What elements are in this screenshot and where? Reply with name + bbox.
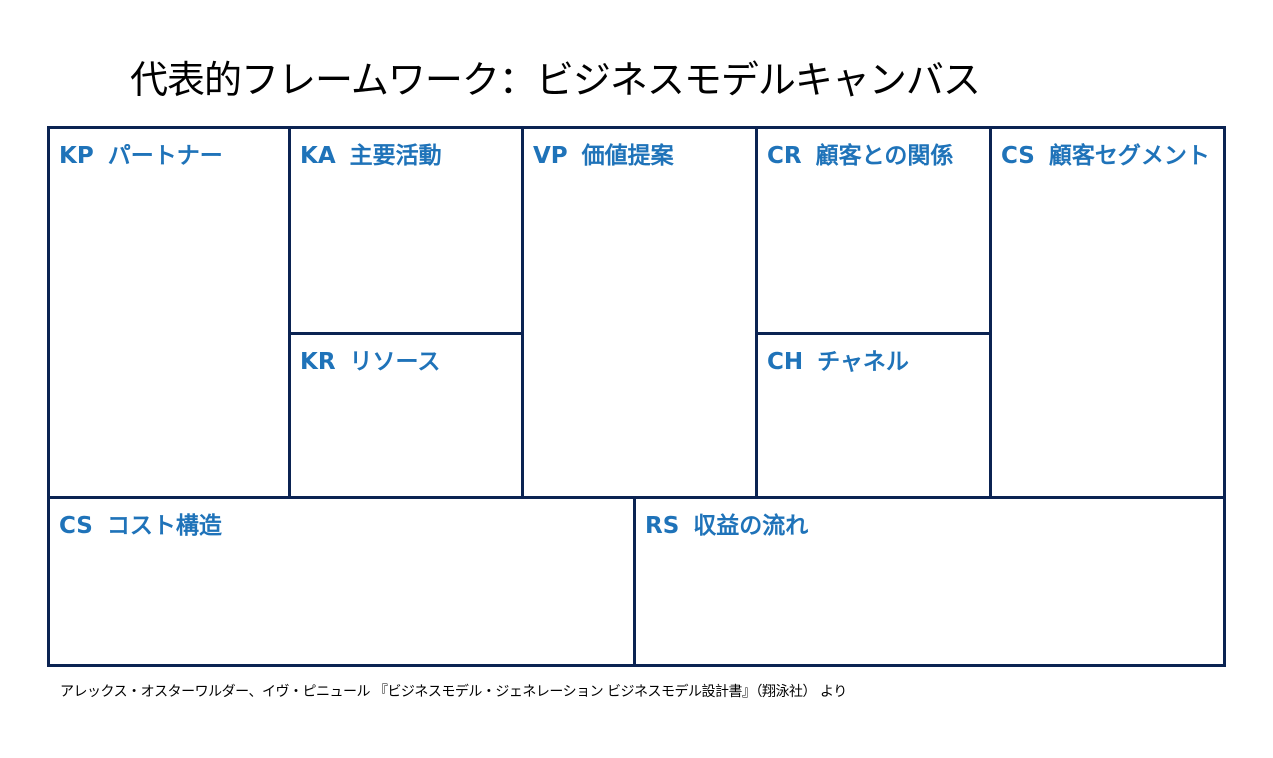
block-title: 顧客セグメント [1048, 143, 1210, 169]
block-code: VP [533, 143, 568, 169]
block-key-activities: KA 主要活動 [288, 126, 524, 336]
block-revenue-streams: RS 収益の流れ [633, 496, 1226, 667]
block-code: KR [300, 349, 336, 375]
block-key-activities-label: KA 主要活動 [300, 136, 442, 170]
block-customer-segments-label: CS 顧客セグメント [1001, 136, 1210, 170]
block-code: KP [59, 143, 94, 169]
block-title: 主要活動 [349, 143, 442, 169]
block-customer-relationships-label: CR 顧客との関係 [767, 136, 953, 170]
block-title: コスト構造 [106, 513, 222, 539]
block-code: RS [645, 513, 680, 539]
block-cost-structure: CS コスト構造 [47, 496, 636, 667]
block-value-propositions: VP 価値提案 [521, 126, 758, 499]
block-key-partners-label: KP パートナー [59, 136, 223, 170]
block-value-propositions-label: VP 価値提案 [533, 136, 674, 170]
block-customer-relationships: CR 顧客との関係 [755, 126, 992, 336]
block-channels: CH チャネル [755, 332, 992, 499]
page-title: 代表的フレームワーク：ビジネスモデルキャンバス [130, 58, 981, 102]
block-title: 価値提案 [581, 143, 674, 169]
block-title: 収益の流れ [693, 513, 809, 539]
block-code: KA [300, 143, 336, 169]
block-revenue-streams-label: RS 収益の流れ [645, 506, 808, 540]
block-cost-structure-label: CS コスト構造 [59, 506, 222, 540]
block-title: リソース [349, 349, 441, 375]
block-title: チャネル [817, 349, 909, 375]
block-key-resources-label: KR リソース [300, 342, 440, 376]
block-key-partners: KP パートナー [47, 126, 291, 499]
block-code: CR [767, 143, 802, 169]
source-citation: アレックス・オスターワルダー、イヴ・ピニュール 『ビジネスモデル・ジェネレーショ… [60, 684, 847, 700]
block-customer-segments: CS 顧客セグメント [989, 126, 1226, 499]
block-key-resources: KR リソース [288, 332, 524, 499]
block-title: 顧客との関係 [815, 143, 954, 169]
block-code: CS [1001, 143, 1035, 169]
block-code: CH [767, 349, 804, 375]
block-channels-label: CH チャネル [767, 342, 909, 376]
block-title: パートナー [107, 143, 223, 169]
block-code: CS [59, 513, 93, 539]
